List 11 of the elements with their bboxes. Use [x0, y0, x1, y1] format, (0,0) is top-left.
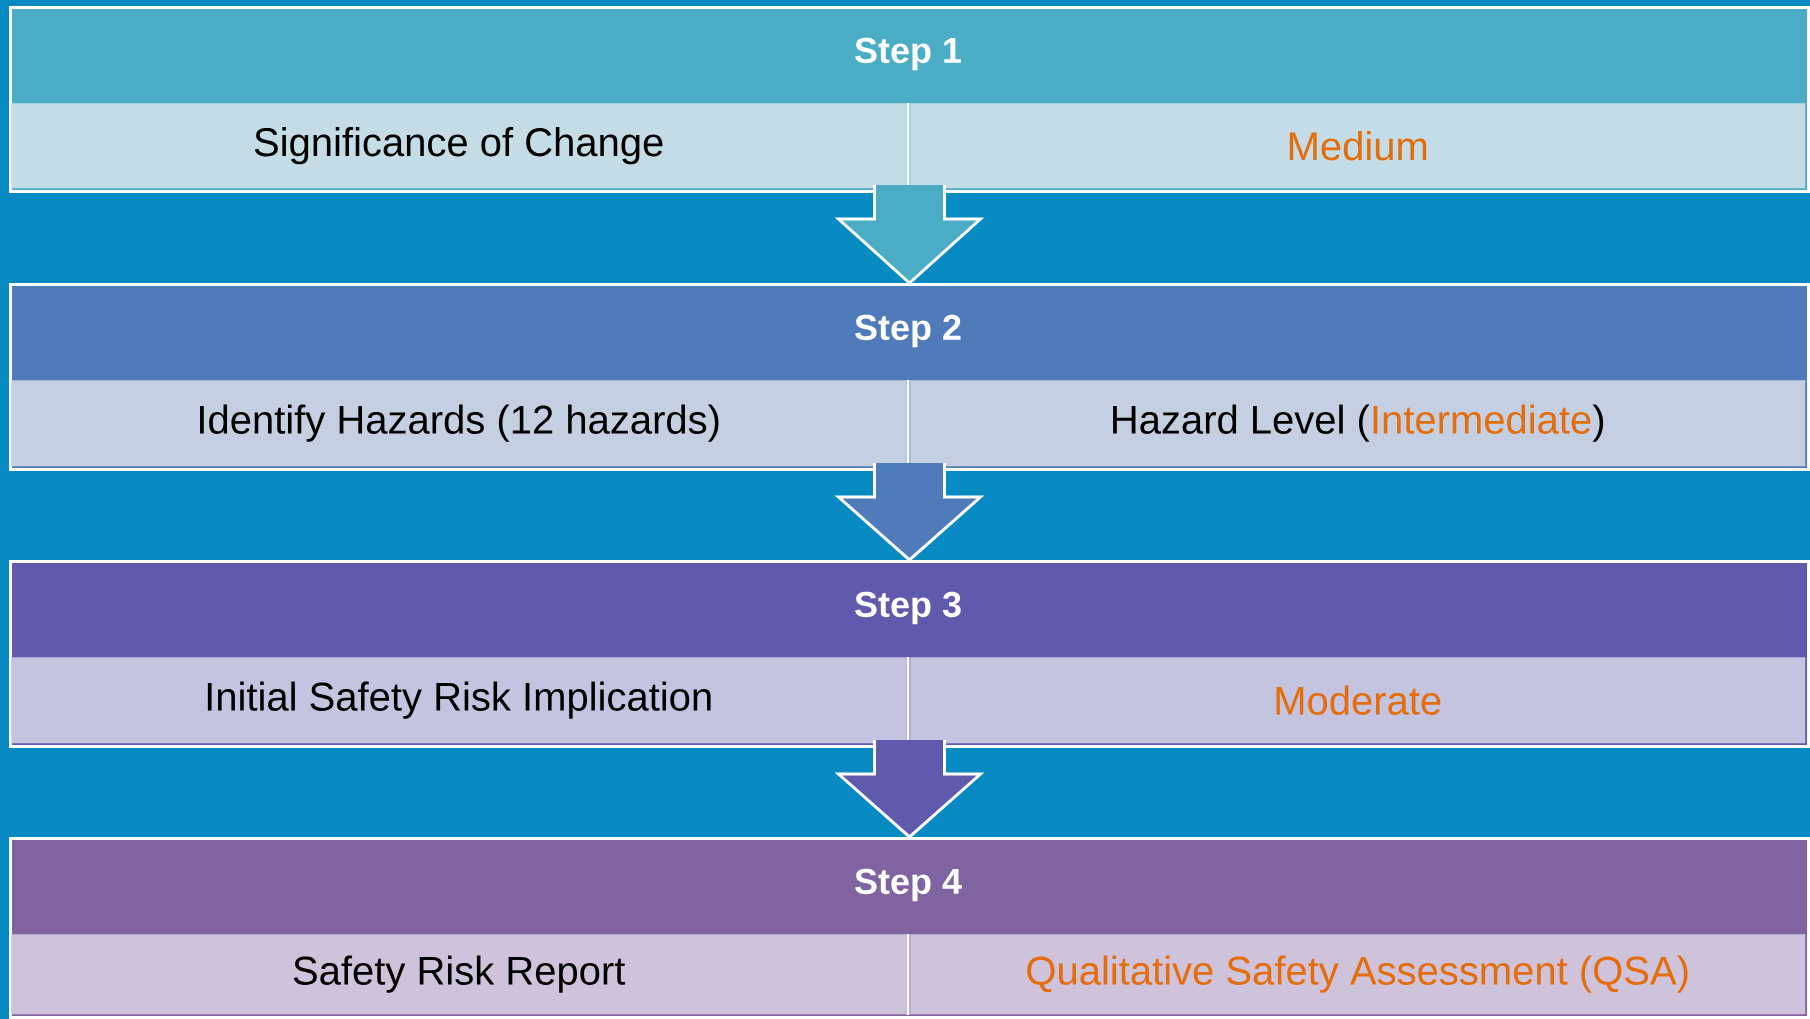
- table-cell: Initial Safety Risk Implication: [11, 657, 907, 744]
- table-cell: Moderate: [910, 657, 1806, 744]
- table-cell: Medium: [910, 103, 1806, 189]
- block-arrow: [834, 183, 985, 285]
- table-cell: Hazard Level (Intermediate): [910, 380, 1806, 467]
- table-cell: Qualitative Safety Assessment (QSA): [910, 934, 1806, 1015]
- block-arrow: [834, 738, 985, 839]
- table-cell: Significance of Change: [11, 103, 907, 189]
- table-cell: Identify Hazards (12 hazards): [11, 380, 907, 467]
- table-cell: Safety Risk Report: [11, 934, 907, 1015]
- block-arrow: [834, 461, 985, 562]
